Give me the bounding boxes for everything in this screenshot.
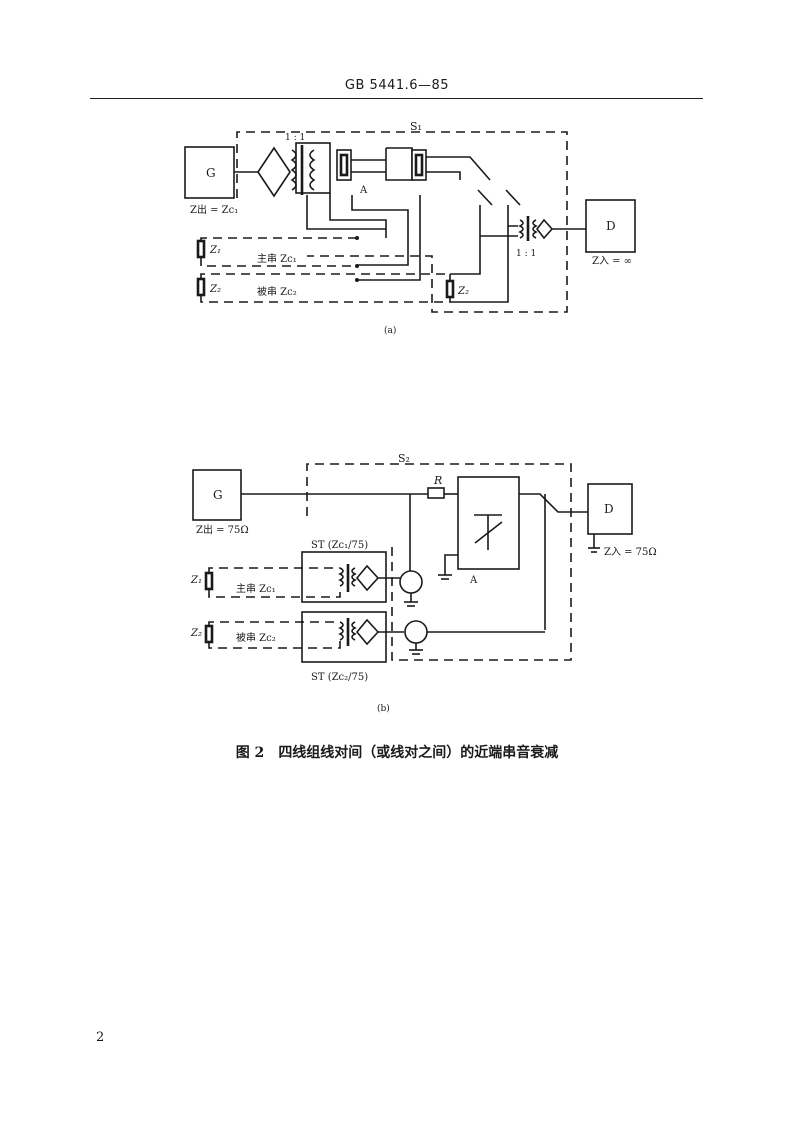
figure-caption-text: 四线组线对间（或线对之间）的近端串音衰减 [278,745,559,761]
transformer-t2-primary [518,219,524,239]
generator-impedance-b: Z出 = 75Ω [196,523,249,536]
detector-impedance-b: Z入 = 75Ω [604,547,657,558]
wire-to-switch-1 [450,236,481,275]
load-z1 [196,239,206,259]
wire-main-return [351,195,409,266]
figure-a-circuit: S₁ G Z出 = Zc₁ 1 : 1 A 1 : 1 D Z入 = ∞ Z₁ … [184,120,636,336]
detector-label-b: D [604,502,614,516]
wire-main-stub [329,193,387,238]
shield-s2-label: S₂ [398,452,410,465]
attenuator-ground-lead [444,554,458,575]
transformer-top-label: ST (Zc₁/75) [311,540,368,551]
detector-box [585,199,636,253]
line-to-switch-1 [426,156,491,181]
st-top-secondary [351,567,357,587]
st-bottom-secondary [351,621,357,641]
pair-victim-bottom-b [208,640,341,649]
generator-box [184,146,235,199]
switch-bridge [385,147,413,181]
balun-a-right [535,218,554,240]
junction-2 [355,264,359,268]
line-to-switch-1b [426,171,461,180]
st-top-primary [338,567,344,587]
detector-box-b [587,483,633,535]
generator-impedance: Z出 = Zc₁ [190,203,238,216]
figure-a: S₁ G Z出 = Zc₁ 1 : 1 A 1 : 1 D Z入 = ∞ Z₁ … [0,118,794,343]
pair-main-bottom-b [208,586,341,598]
pair-main-label-b: 主串 Zc₁ [236,583,276,595]
pair-victim-label-b: 被串 Zc₂ [236,631,276,644]
pair-main-top-b [208,567,340,573]
wire-to-switch-2 [450,226,509,303]
coax-port-top [399,570,423,594]
load-z1-label-b: Z₁ [190,575,202,586]
figure-number: 图 2 [235,745,265,761]
pair-victim-top-b [208,621,340,626]
shield-s1 [236,131,568,313]
st-top-balun [355,564,380,592]
running-header: GB 5441.6—85 [344,78,450,93]
transformer-bottom-label: ST (Zc₂/75) [311,672,368,683]
figure-b: S₂ G Z出 = 75Ω R A D Z入 = 75Ω ST (Zc₁/75) [0,450,794,720]
generator-box-b [192,469,242,521]
ratio-right-label: 1 : 1 [516,249,536,259]
pair-victim-top [200,273,450,279]
generator-label: G [206,166,216,180]
switch-1-lead [479,205,518,237]
st-bottom-balun [355,618,380,646]
st-bottom-primary [338,621,344,641]
figure-b-sublabel: (b) [377,703,390,714]
load-z2-label: Z₂ [209,284,221,295]
node-a-label: A [359,185,368,196]
pair-main-top [200,237,357,241]
figure-a-sublabel: (a) [384,325,396,336]
st-box-top [301,551,387,603]
coax-connector-2-inner [414,153,424,177]
resistor-r [427,487,445,499]
ratio-top-label: 1 : 1 [285,133,305,143]
header-rule [90,98,703,99]
shield-s2 [306,463,572,661]
attenuator-label: A [469,575,478,586]
transformer-t2-secondary [532,219,538,239]
pair-main-bottom [200,257,357,267]
figure-b-circuit: S₂ G Z出 = 75Ω R A D Z入 = 75Ω ST (Zc₁/75) [190,452,657,714]
load-z2 [196,277,206,297]
load-z2-label-b: Z₂ [190,628,202,639]
load-z1-b [204,571,214,591]
switch-2 [505,189,521,206]
attenuator-arrow [474,521,503,544]
generator-label-b: G [213,488,223,502]
pair-victim-bottom [200,295,450,303]
junction-3 [355,278,359,282]
load-z1-label: Z₁ [209,245,221,256]
figure-caption: 图 2 四线组线对间（或线对之间）的近端串音衰减 [0,742,794,762]
shield-s1-label: S₁ [410,120,422,133]
resistor-r-label: R [433,474,442,487]
page-number: 2 [96,1030,105,1045]
detector-impedance: Z入 = ∞ [592,256,632,267]
load-z2-right [445,279,455,299]
coax-connector-1-inner [339,153,349,177]
balun-a [257,146,291,198]
switch-to-detector [519,493,588,513]
detector-label: D [606,219,616,233]
switch-2-lead [507,205,518,227]
load-z2-b [204,624,214,644]
coax-port-bottom [404,620,428,644]
load-z2-right-label: Z₂ [457,286,469,297]
switch-1 [477,189,493,206]
wire-victim [357,195,421,281]
transformer-t1-frame [295,142,331,194]
pair-main-label: 主串 Zc₁ [257,253,297,265]
pair-victim-label: 被串 Zc₂ [257,285,297,298]
st-box-bottom [301,611,387,663]
wire-main-top [306,195,386,230]
transformer-t1-secondary [309,149,316,191]
